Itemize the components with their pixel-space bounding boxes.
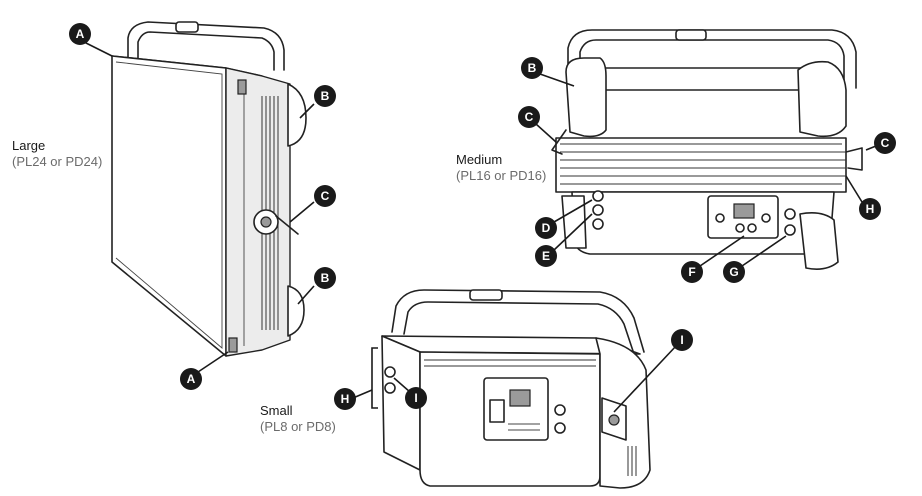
callout-b-medium-letter: B — [528, 61, 537, 75]
callout-b-medium — [521, 57, 543, 79]
small-control-panel — [483, 377, 549, 441]
callout-h-small-letter: H — [341, 392, 350, 406]
callout-f-medium-letter: F — [688, 265, 695, 279]
small-side-fins — [424, 359, 596, 367]
small-handle-grip — [469, 289, 503, 301]
callout-c-medium-right — [874, 132, 896, 154]
small-fixture-drawing: I H I — [334, 289, 693, 489]
medium-top-fins — [560, 143, 842, 185]
large-lower-side-handle — [287, 285, 305, 337]
callout-i-small-left-letter: I — [414, 391, 417, 405]
medium-connector-d — [592, 190, 604, 202]
callout-f-medium — [681, 261, 703, 283]
medium-side-vents-h — [820, 151, 846, 177]
callout-e-medium — [535, 245, 557, 267]
label-large: Large (PL24 or PD24) — [12, 138, 102, 170]
large-handle-grip — [175, 21, 199, 33]
medium-fixture-drawing: B C C H D E F G — [518, 29, 896, 283]
callout-g-medium-letter: G — [729, 265, 738, 279]
callout-c-medium-right-letter: C — [881, 136, 890, 150]
callout-h-small — [334, 388, 356, 410]
label-small: Small (PL8 or PD8) — [260, 403, 336, 435]
label-large-name: Large — [12, 138, 46, 153]
callout-i-small-left — [405, 387, 427, 409]
label-medium-name: Medium — [456, 152, 503, 167]
callout-a-large-bottom — [180, 368, 202, 390]
large-bottom-latch — [228, 337, 238, 353]
callout-a-large-top — [69, 23, 91, 45]
large-upper-side-handle — [287, 83, 307, 147]
callout-b-large-upper-letter: B — [321, 89, 330, 103]
label-small-models: (PL8 or PD8) — [260, 419, 336, 434]
label-medium-models: (PL16 or PD16) — [456, 168, 547, 183]
medium-connector-e — [592, 204, 604, 216]
callout-d-medium — [535, 217, 557, 239]
large-top-latch — [237, 79, 247, 95]
large-diffuser-panel — [111, 55, 227, 357]
callout-c-medium-left-letter: C — [525, 110, 534, 124]
callout-c-medium-left — [518, 106, 540, 128]
callout-b-large-upper — [314, 85, 336, 107]
callout-g-medium — [723, 261, 745, 283]
callout-c-large-letter: C — [321, 189, 330, 203]
callout-i-small-right — [671, 329, 693, 351]
callout-c-large — [314, 185, 336, 207]
small-end-vents — [627, 446, 637, 476]
medium-handle-grip — [675, 29, 707, 41]
medium-display — [733, 203, 755, 219]
small-connector-i-left — [384, 366, 396, 378]
callout-a-large-bottom-letter: A — [187, 372, 196, 386]
medium-connector-g — [784, 208, 796, 220]
callout-e-medium-letter: E — [542, 249, 550, 263]
callout-h-medium-letter: H — [866, 202, 875, 216]
small-h-bracket — [371, 347, 378, 409]
medium-right-yoke — [797, 60, 847, 138]
callout-a-large-top-letter: A — [76, 27, 85, 41]
callout-d-medium-letter: D — [542, 221, 551, 235]
small-display — [509, 389, 531, 407]
large-fixture-drawing: A B C B A — [69, 21, 336, 390]
label-large-models: (PL24 or PD24) — [12, 154, 103, 169]
callout-h-medium — [859, 198, 881, 220]
label-medium: Medium (PL16 or PD16) — [456, 152, 546, 184]
callout-i-small-right-letter: I — [680, 333, 683, 347]
callout-b-large-lower-letter: B — [321, 271, 330, 285]
label-small-name: Small — [260, 403, 293, 418]
medium-left-yoke — [565, 57, 607, 138]
callout-b-large-lower — [314, 267, 336, 289]
